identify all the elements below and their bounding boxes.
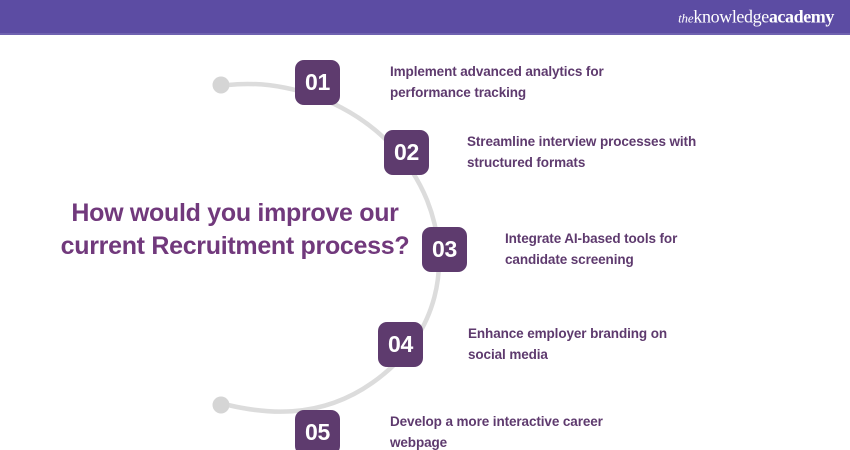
header-bar: theknowledgeacademy [0,0,850,35]
step-item-01[interactable]: 01 Implement advanced analytics for perf… [295,60,645,105]
step-label-05: Develop a more interactive career webpag… [390,414,603,450]
step-item-03[interactable]: 03 Integrate AI-based tools for candidat… [422,227,720,272]
step-badge-02: 02 [384,130,429,175]
end-dot-icon [212,396,230,414]
step-item-02[interactable]: 02 Streamline interview processes with s… [384,130,697,175]
step-badge-01: 01 [295,60,340,105]
step-badge-04: 04 [378,322,423,367]
step-item-05[interactable]: 05 Develop a more interactive career web… [295,410,640,450]
step-label-02: Streamline interview processes with stru… [467,134,697,170]
logo-knowledge-text: knowledge [693,6,769,26]
step-badge-03: 03 [422,227,467,272]
page-title: How would you improve our current Recrui… [60,199,410,260]
logo-academy-text: academy [768,6,835,26]
step-item-04[interactable]: 04 Enhance employer branding on social m… [378,322,693,367]
brand-logo: theknowledgeacademy [678,7,834,26]
logo-the-text: the [678,10,694,25]
start-dot-icon [212,76,230,94]
step-label-01: Implement advanced analytics for perform… [390,64,604,100]
step-label-03: Integrate AI-based tools for candidate s… [505,231,678,267]
step-badge-05: 05 [295,410,340,450]
step-label-04: Enhance employer branding on social medi… [468,326,667,362]
content-stage: How would you improve our current Recrui… [0,35,850,450]
